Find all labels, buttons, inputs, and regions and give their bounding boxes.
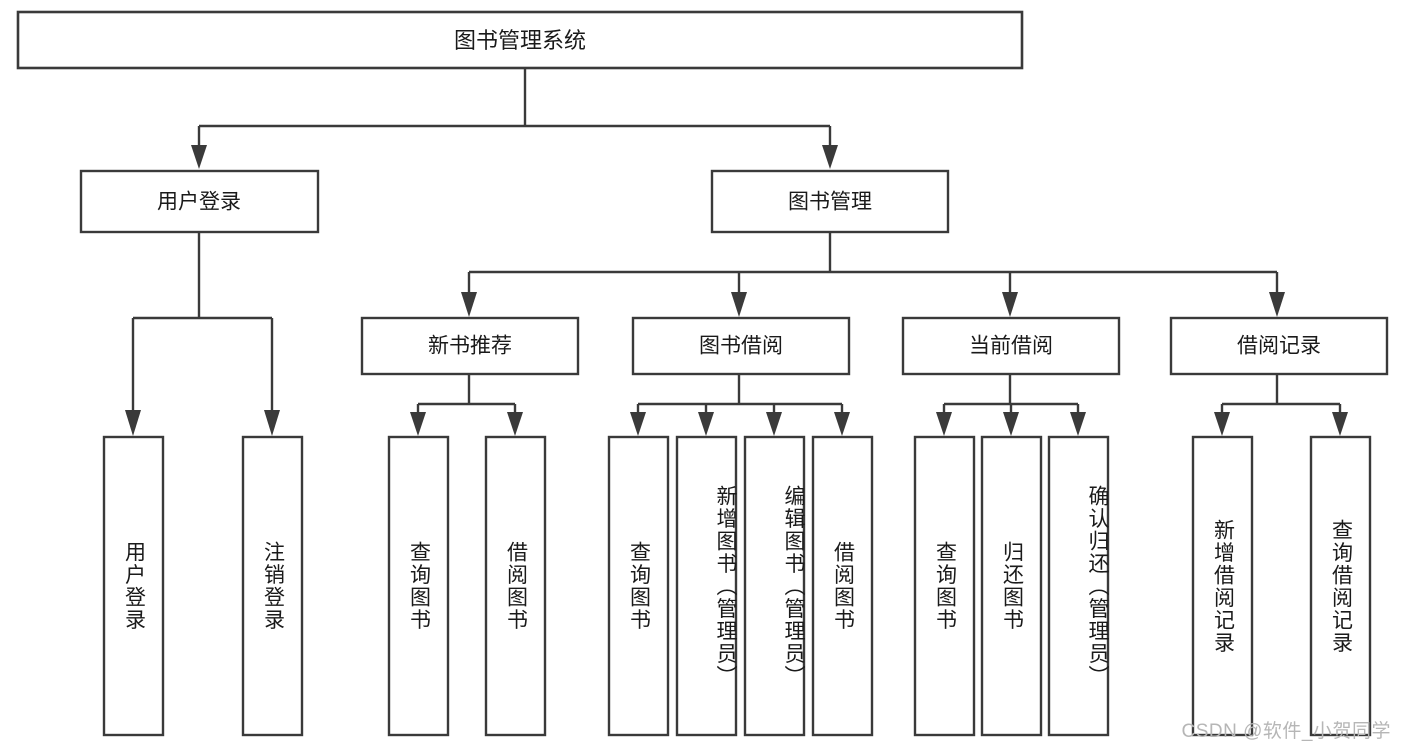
arrow-head-book-mgmt <box>822 145 838 169</box>
arrow-head-borrow-leaf-2 <box>698 412 714 436</box>
node-box-user-login[interactable] <box>79 169 320 234</box>
node-box-current-borrow[interactable] <box>901 316 1121 376</box>
node-label-user-login: 用户登录 <box>157 191 241 214</box>
arrow-head-borrow <box>731 292 747 317</box>
arrow-head-current-leaf-2 <box>1003 412 1019 436</box>
node-box-leaf-records-query[interactable] <box>1309 435 1372 737</box>
node-box-leaf-newbook-borrow[interactable] <box>484 435 547 737</box>
node-box-new-book-recommend[interactable] <box>360 316 580 376</box>
arrow-head-current-leaf-1 <box>936 412 952 436</box>
arrow-head-records-leaf-1 <box>1214 412 1230 436</box>
node-box-leaf-current-query[interactable] <box>913 435 976 737</box>
node-label-book-borrow: 图书借阅 <box>699 335 783 358</box>
arrow-head-user-login <box>191 145 207 169</box>
arrow-head-current <box>1002 292 1018 317</box>
node-box-leaf-borrow-query[interactable] <box>607 435 670 737</box>
arrow-head-current-leaf-3 <box>1070 412 1086 436</box>
arrow-head-newbook-leaf-2 <box>507 412 523 436</box>
arrow-head-leaf-user-login <box>125 410 141 436</box>
arrow-head-newbook <box>461 292 477 317</box>
arrow-head-borrow-leaf-1 <box>630 412 646 436</box>
node-box-leaf-current-confirm[interactable] <box>1047 435 1110 737</box>
node-box-leaf-borrow-add[interactable] <box>675 435 738 737</box>
node-box-leaf-records-add[interactable] <box>1191 435 1254 737</box>
node-label-current-borrow: 当前借阅 <box>969 335 1053 358</box>
node-label-borrow-records: 借阅记录 <box>1237 335 1321 358</box>
arrow-head-records-leaf-2 <box>1332 412 1348 436</box>
node-label-book-management: 图书管理 <box>788 191 872 214</box>
arrow-head-borrow-leaf-3 <box>766 412 782 436</box>
arrow-head-newbook-leaf-1 <box>410 412 426 436</box>
node-box-root[interactable] <box>16 10 1024 70</box>
node-box-book-borrow[interactable] <box>631 316 851 376</box>
node-box-leaf-user-login[interactable] <box>102 435 165 737</box>
node-box-leaf-current-return[interactable] <box>980 435 1043 737</box>
node-box-leaf-newbook-query[interactable] <box>387 435 450 737</box>
node-box-leaf-borrow-lend[interactable] <box>811 435 874 737</box>
csdn-watermark: CSDN @软件_小贺同学 <box>1181 721 1391 742</box>
node-box-leaf-logout[interactable] <box>241 435 304 737</box>
node-label-root: 图书管理系统 <box>454 28 586 53</box>
arrow-head-borrow-leaf-4 <box>834 412 850 436</box>
arrow-head-leaf-logout <box>264 410 280 436</box>
node-box-borrow-records[interactable] <box>1169 316 1389 376</box>
node-label-new-book-recommend: 新书推荐 <box>428 335 512 358</box>
node-box-leaf-borrow-edit[interactable] <box>743 435 806 737</box>
arrow-head-records <box>1269 292 1285 317</box>
node-layer: 图书管理系统 用户登录 图书管理 新书推荐 图书借阅 当前借阅 借阅记录 <box>16 10 1389 737</box>
connector-layer <box>125 68 1348 436</box>
node-box-book-management[interactable] <box>710 169 950 234</box>
